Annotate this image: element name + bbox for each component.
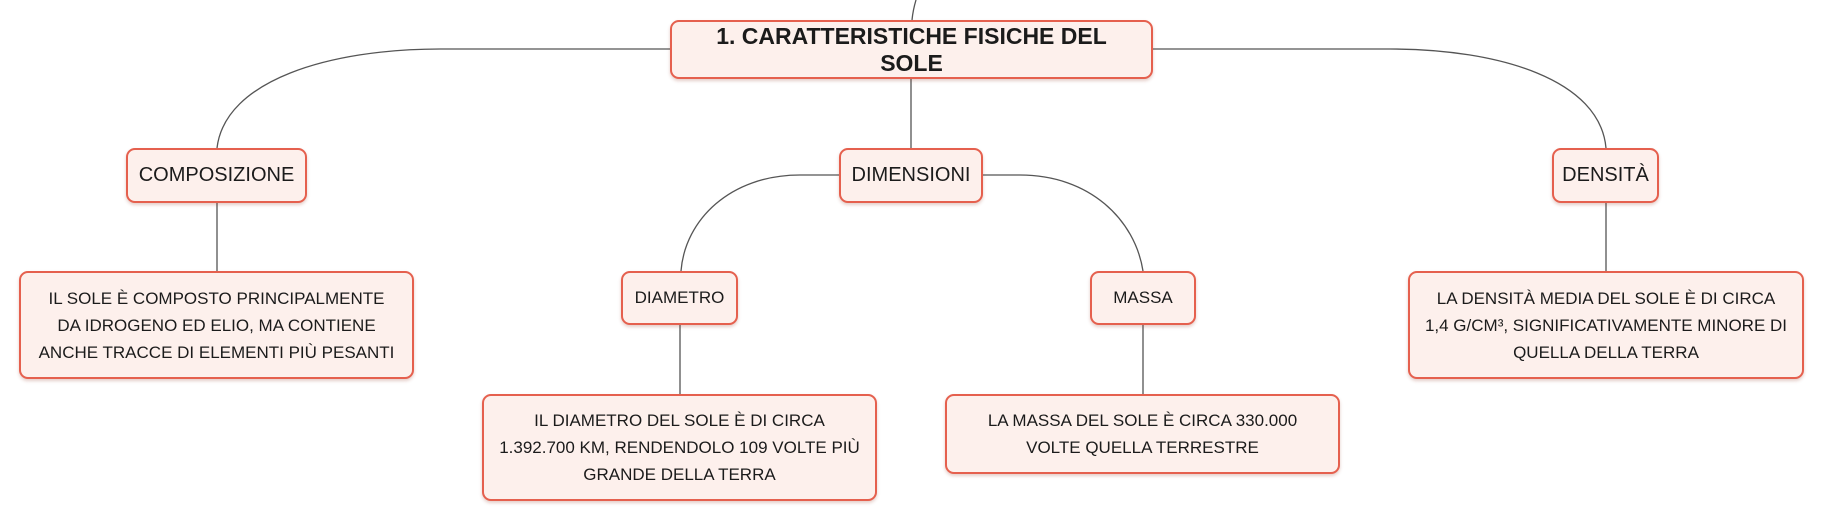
connector-parent-root (911, 0, 917, 21)
detail-composizione[interactable]: IL SOLE È COMPOSTO PRINCIPALMENTE DA IDR… (19, 271, 414, 379)
detail-diametro[interactable]: IL DIAMETRO DEL SOLE È DI CIRCA 1.392.70… (482, 394, 877, 501)
connector-dimensioni-massa (982, 174, 1144, 272)
node-diametro[interactable]: DIAMETRO (621, 271, 738, 325)
node-dimensioni[interactable]: DIMENSIONI (839, 148, 983, 203)
detail-densita[interactable]: LA DENSITÀ MEDIA DEL SOLE È DI CIRCA 1,4… (1408, 271, 1804, 379)
root-node[interactable]: 1. CARATTERISTICHE FISICHE DEL SOLE (670, 20, 1153, 79)
connector-root-composizione (216, 48, 670, 149)
connector-root-densita (1153, 48, 1607, 149)
detail-massa[interactable]: LA MASSA DEL SOLE È CIRCA 330.000 VOLTE … (945, 394, 1340, 474)
node-densita[interactable]: DENSITÀ (1552, 148, 1659, 203)
node-composizione[interactable]: COMPOSIZIONE (126, 148, 307, 203)
node-massa[interactable]: MASSA (1090, 271, 1196, 325)
connector-dimensioni-diametro (680, 174, 840, 272)
